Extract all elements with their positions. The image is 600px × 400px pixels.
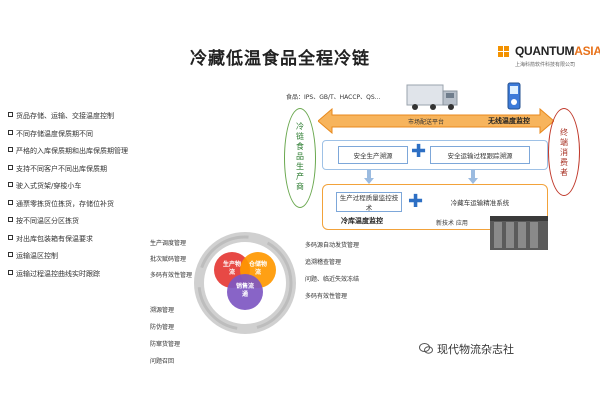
list-item: 驶入式货架/穿梭小车 [8,178,188,196]
cycle-item: 多码有效性管理 [150,272,193,279]
plus-icon: ✚ [408,191,424,212]
requirements-list: 货品存储、运输、交接温度控制 不同存储温度保质期不同 严格的入库保质期和出库保质… [8,108,188,283]
consumer-oval [548,108,580,196]
checkbox-icon [8,164,13,170]
producer-oval [284,108,316,208]
list-item: 按不同温区分区拣货 [8,213,188,231]
cycle-item: 多码源自动发货管理 [305,242,360,249]
cycle-item: 问题、临近失效冻结 [305,276,360,283]
page-title: 冷藏低温食品全程冷链 [190,49,370,69]
checkbox-icon [8,182,13,187]
safe-production-box: 安全生产溯源 [338,146,408,164]
down-arrow-icon [468,170,478,184]
down-arrow-icon [364,170,374,184]
wireless-monitor-label: 无线温度监控 [488,117,530,125]
cycle-balls [214,252,276,310]
warehouse-logistics-label: 仓储物流 [249,261,268,276]
cold-vehicle-box: 冷藏车运输精准系统 [430,195,530,209]
cycle-item: 问题召回 [150,358,175,365]
company-logo: QUANTUMASIA 上海科箭软件科技有限公司 [498,44,600,76]
production-logistics-label: 生产物流 [223,261,242,276]
cycle-item: 防窜货管理 [150,341,181,348]
list-item: 支持不同客户不同出库保质期 [8,161,188,179]
list-item: 不同存储温度保质期不同 [8,126,188,144]
cycle-item: 生产调度管理 [150,240,187,247]
temperature-sensor-icon [507,82,521,110]
cycle-item: 多码有效性管理 [305,293,348,300]
cycle-item: 溯源管理 [150,307,175,314]
list-item: 严格的入库保质期和出库保质期管理 [8,143,188,161]
producer-label: 冷链食品生产商 [296,122,304,191]
cycle-item: 批次赋码管理 [150,256,187,263]
cold-storage-photo [490,216,548,250]
cycle-ring [194,232,296,334]
checkbox-icon [8,147,13,152]
plus-icon: ✚ [411,141,427,162]
cold-storage-label: 冷库温度监控 [341,217,383,225]
market-arrow [318,108,554,134]
list-item: 对出库包装箱有保温要求 [8,231,188,249]
new-tech-label: 新技术 应用 [436,220,468,227]
safe-transport-box: 安全运输过程跟踪溯源 [430,146,530,164]
checkbox-icon [8,234,13,240]
list-item: 运输过程温控曲线实时跟踪 [8,266,188,284]
food-standards: 食品：IPS、GB/T、HACCP、QS... [286,94,381,101]
cycle-item: 防伪管理 [150,324,175,331]
checkbox-icon [8,199,13,205]
list-item: 货品存储、运输、交接温度控制 [8,108,188,126]
logo-name: QUANTUMASIA [515,44,600,58]
monitoring-panel [322,184,548,230]
wechat-icon [419,343,433,354]
logo-subtitle: 上海科箭软件科技有限公司 [515,62,576,68]
checkbox-icon [8,217,13,222]
consumer-label: 终端消费者 [560,128,568,177]
sales-circulation-label: 销售流通 [236,283,255,298]
logo-mark-icon [498,46,512,60]
checkbox-icon [8,269,13,275]
quality-monitor-box: 生产过程质量监控技术 [336,192,402,212]
wechat-account-label: 现代物流杂志社 [437,343,514,356]
checkbox-icon [8,252,13,257]
checkbox-icon [8,129,13,135]
cycle-item: 追溯稽查管理 [305,259,342,266]
list-item: 通票零拣货位拣货，存储位补货 [8,196,188,214]
checkbox-icon [8,112,13,117]
truck-icon [406,84,458,110]
traceability-panel [322,140,548,170]
market-platform-label: 市场配送平台 [408,119,445,126]
list-item: 运输温区控制 [8,248,188,266]
